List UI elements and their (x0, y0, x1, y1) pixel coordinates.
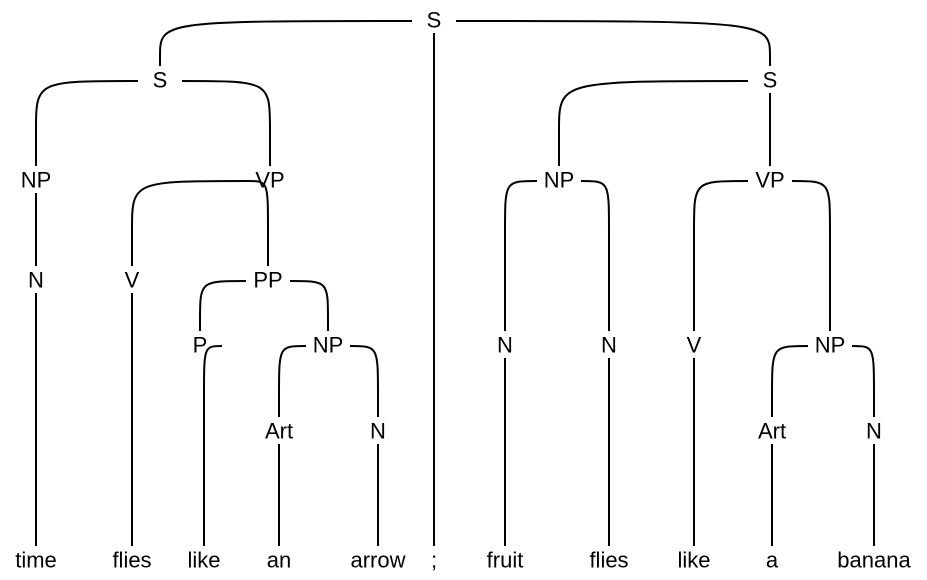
node-np: NP (21, 168, 52, 193)
edge-s-to-np (558, 80, 749, 166)
edge-np-to-n (851, 345, 875, 417)
edge-vp-to-pp (247, 180, 269, 266)
word-like: like (187, 548, 220, 573)
word-like: like (677, 548, 710, 573)
node-n: N (866, 419, 882, 444)
node-n: N (28, 268, 44, 293)
edge-vp-to-np (791, 180, 831, 331)
edge-np-to-n (504, 180, 538, 331)
tree-edges (35, 20, 875, 546)
node-art: Art (265, 419, 293, 444)
word-flies: flies (112, 548, 151, 573)
edge-pp-to-np (289, 280, 329, 331)
node-p: P (193, 333, 208, 358)
edge-s-to-np (35, 80, 139, 166)
edge-np-to-n (349, 345, 379, 417)
node-n: N (497, 333, 513, 358)
word-an: an (267, 548, 291, 573)
word-time: time (15, 548, 57, 573)
edge-np-to-n (580, 180, 610, 331)
edge-np-to-art (278, 345, 307, 417)
node-v: V (125, 268, 140, 293)
edge-s-to-s (159, 20, 413, 66)
node-n: N (601, 333, 617, 358)
edge-vp-to-v (131, 180, 249, 266)
word-a: a (766, 548, 779, 573)
node-np: NP (544, 168, 575, 193)
node-pp: PP (253, 268, 282, 293)
node-s: S (763, 68, 778, 93)
node-vp: VP (755, 168, 784, 193)
edge-s-to-vp (181, 80, 271, 166)
node-vp: VP (255, 168, 284, 193)
word-semicolon: ; (431, 548, 437, 573)
node-np: NP (313, 333, 344, 358)
word-fruit: fruit (487, 548, 524, 573)
edge-s-to-s (455, 20, 771, 66)
edge-np-to-art (771, 345, 809, 417)
node-np: NP (815, 333, 846, 358)
node-art: Art (758, 419, 786, 444)
edge-vp-to-v (693, 180, 749, 331)
word-banana: banana (837, 548, 911, 573)
word-arrow: arrow (350, 548, 405, 573)
node-s: S (427, 8, 442, 33)
node-n: N (370, 419, 386, 444)
node-s: S (153, 68, 168, 93)
edge-p-to-like (203, 345, 223, 546)
edge-pp-to-p (199, 280, 247, 331)
node-v: V (687, 333, 702, 358)
word-flies: flies (589, 548, 628, 573)
